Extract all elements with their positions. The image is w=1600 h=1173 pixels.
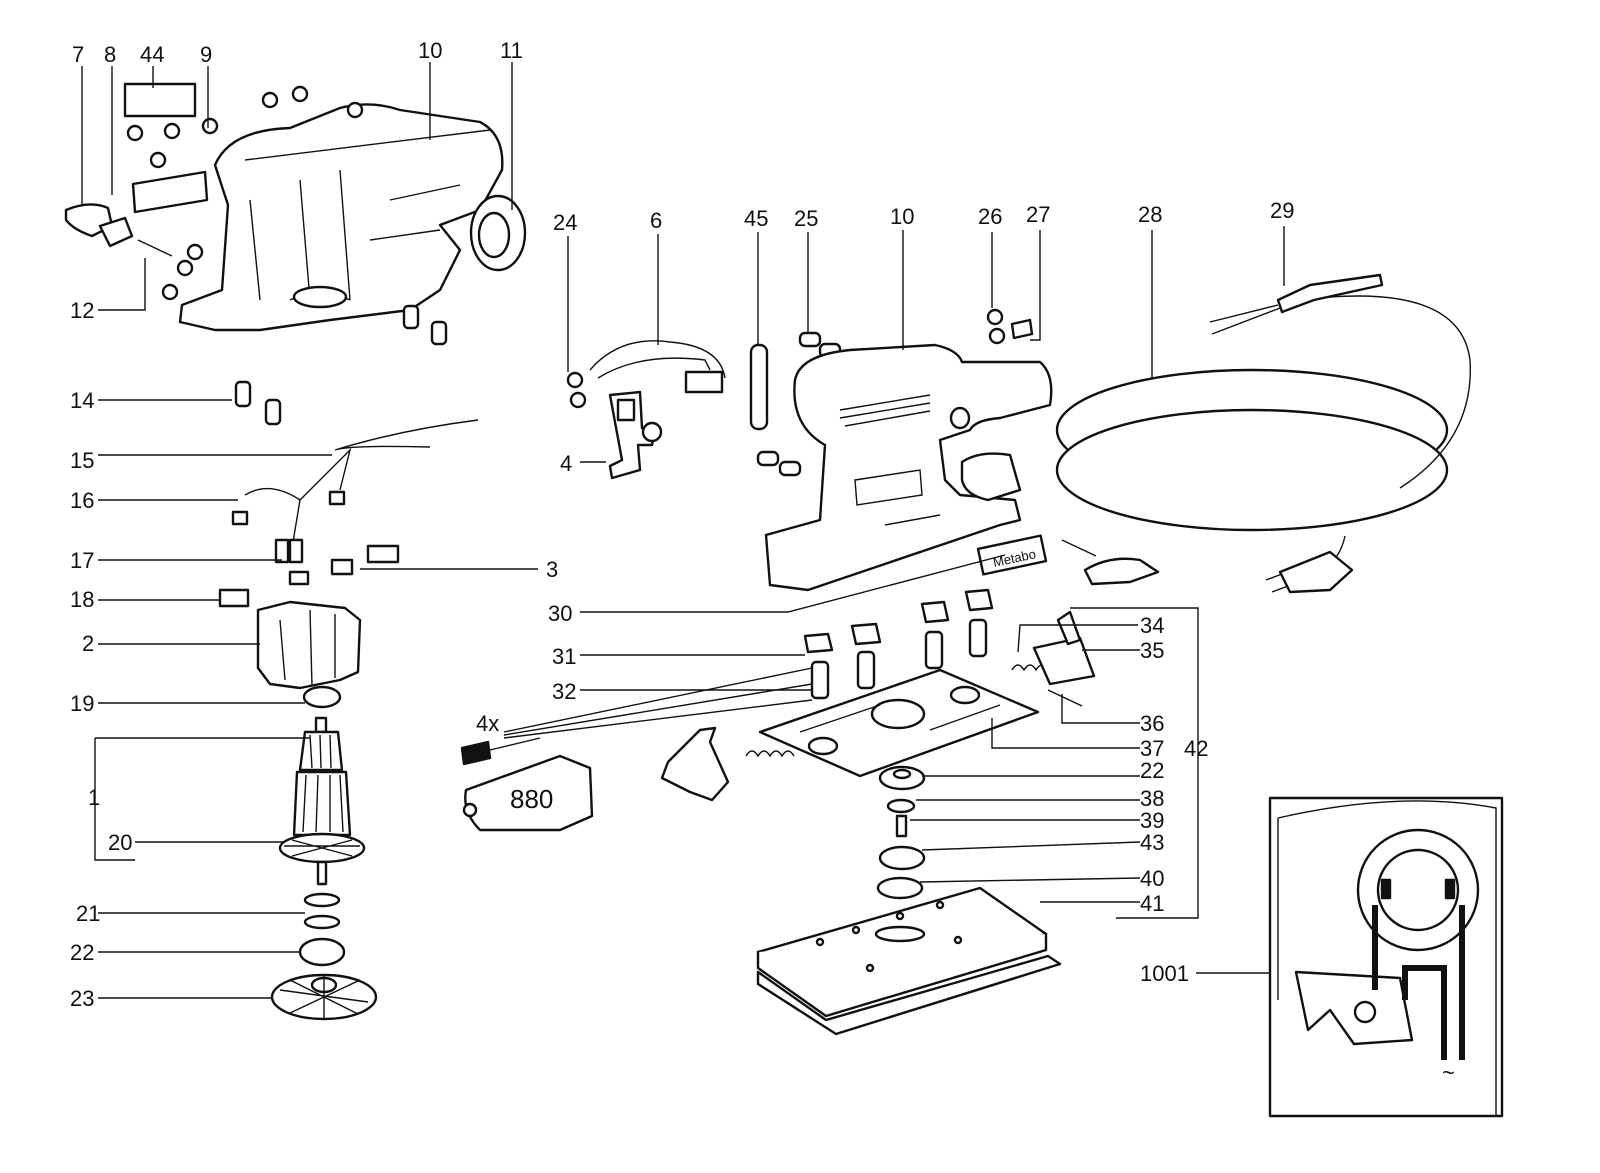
- label-2: 2: [82, 631, 94, 656]
- field-coil-2: [256, 600, 362, 690]
- label-16: 16: [70, 488, 94, 513]
- label-39: 39: [1140, 808, 1164, 833]
- label-1: 1: [88, 785, 100, 810]
- base-plate-37: [758, 668, 1040, 778]
- label-14: 14: [70, 388, 94, 413]
- label-8: 8: [104, 42, 116, 67]
- clamp-lever-35: [1032, 610, 1096, 686]
- brush-holder-18: [218, 588, 250, 608]
- screw-39: [895, 814, 908, 838]
- label-22-left: 22: [70, 940, 94, 965]
- carbon-brushes-3-17: [288, 544, 400, 586]
- cable-clip-27: [986, 308, 1034, 345]
- housing-half-left: [178, 103, 504, 332]
- fan-23: [270, 973, 378, 1021]
- label-28: 28: [1138, 202, 1162, 227]
- label-1001: 1001: [1140, 961, 1189, 986]
- wiring-inset-1001: ~: [1268, 796, 1504, 1118]
- label-26: 26: [978, 204, 1002, 229]
- sanding-pad-41: [756, 886, 1062, 1036]
- label-32: 32: [552, 679, 576, 704]
- clamp-lever-left: [660, 726, 795, 802]
- switch-lever-7: [64, 203, 173, 257]
- leader-lines: [81, 62, 1285, 999]
- pads-and-sleeves-31-32: [803, 588, 994, 700]
- switch-cable-6: [589, 340, 726, 394]
- pin-45: [749, 343, 769, 431]
- armature-1: [278, 716, 366, 886]
- part-number-labels: 7 8 44 9 10 11 12 14 15 16 17 3 18 2 19 …: [70, 38, 1294, 1011]
- seal-ring-11: [469, 194, 527, 272]
- screws-24: [566, 371, 587, 409]
- label-18: 18: [70, 587, 94, 612]
- label-4x: 4x: [476, 711, 499, 736]
- label-35: 35: [1140, 638, 1164, 663]
- label-10-top: 10: [418, 38, 442, 63]
- label-25: 25: [794, 206, 818, 231]
- label-15: 15: [70, 448, 94, 473]
- label-31: 31: [552, 644, 576, 669]
- label-38: 38: [1140, 786, 1164, 811]
- label-17: 17: [70, 548, 94, 573]
- label-4: 4: [560, 451, 572, 476]
- washer-38: [886, 798, 916, 814]
- label-23: 23: [70, 986, 94, 1011]
- brand-plate: Metabo: [976, 534, 1048, 576]
- switch-4: [608, 390, 663, 480]
- bearing-22-left: [298, 937, 346, 967]
- label-24: 24: [553, 210, 577, 235]
- bearing-22-right: [878, 765, 926, 791]
- label-12: 12: [70, 298, 94, 323]
- label-11: 11: [500, 38, 523, 63]
- bearing-19: [302, 685, 342, 709]
- cable-set-15-16: [231, 419, 479, 564]
- label-21: 21: [76, 901, 100, 926]
- label-6: 6: [650, 208, 662, 233]
- grease-brush: [460, 737, 541, 766]
- label-29: 29: [1270, 198, 1294, 223]
- washers-21: [303, 892, 341, 930]
- label-37: 37: [1140, 736, 1164, 761]
- bushings-upper: [234, 304, 448, 426]
- label-30: 30: [548, 601, 572, 626]
- label-42: 42: [1184, 736, 1208, 761]
- cord-end-29: [1209, 273, 1384, 335]
- label-43: 43: [1140, 830, 1164, 855]
- housing-screws: [126, 85, 364, 301]
- label-41: 41: [1140, 891, 1164, 916]
- label-27: 27: [1026, 202, 1050, 227]
- handle-housing-10: [764, 343, 1053, 592]
- ring-40: [876, 876, 924, 900]
- label-44: 44: [140, 42, 164, 67]
- strain-relief: [1061, 539, 1160, 586]
- label-plates: [123, 82, 209, 214]
- label-45: 45: [744, 206, 768, 231]
- label-22-right: 22: [1140, 758, 1164, 783]
- label-3: 3: [546, 557, 558, 582]
- power-cord-28: [1055, 295, 1471, 594]
- grease-tube-text: 880: [510, 784, 553, 814]
- label-10-center: 10: [890, 204, 914, 229]
- grease-tube-880: 880: [462, 754, 594, 832]
- label-34: 34: [1140, 613, 1164, 638]
- label-7: 7: [72, 42, 84, 67]
- label-9: 9: [200, 42, 212, 67]
- label-36: 36: [1140, 711, 1164, 736]
- label-20: 20: [108, 830, 132, 855]
- ac-symbol: ~: [1442, 1060, 1455, 1085]
- label-19: 19: [70, 691, 94, 716]
- seal-43: [878, 845, 926, 871]
- label-40: 40: [1140, 866, 1164, 891]
